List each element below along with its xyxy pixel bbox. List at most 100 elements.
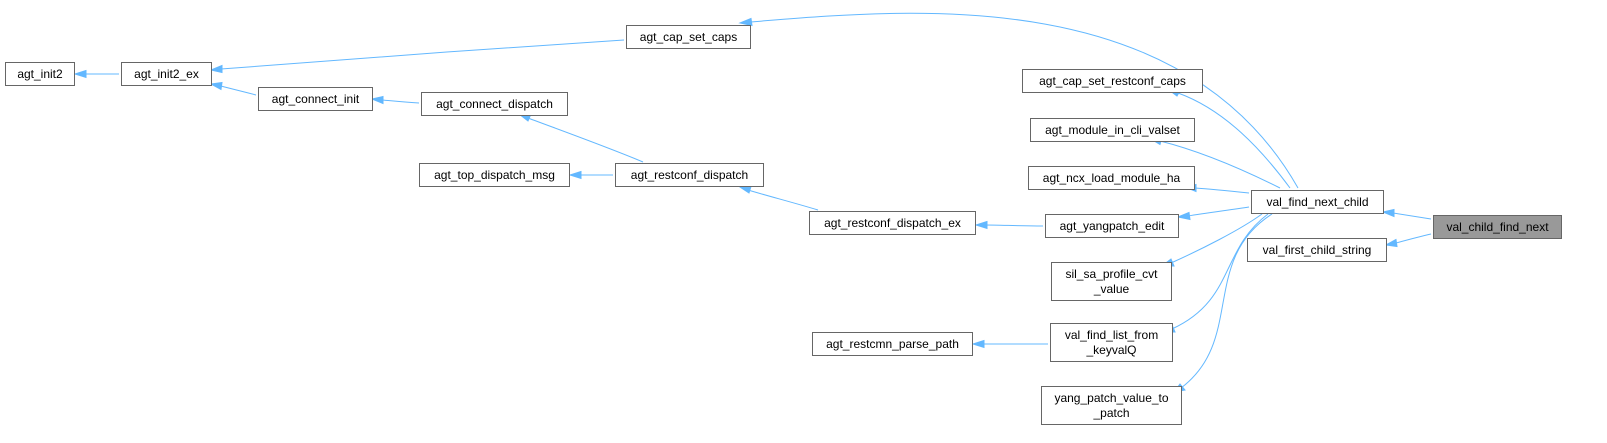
node-agt-connect-dispatch[interactable]: agt_connect_dispatch — [421, 92, 568, 116]
node-agt-init2[interactable]: agt_init2 — [5, 62, 75, 86]
node-label: val_child_find_next — [1446, 220, 1549, 234]
node-sil-sa-profile-cvt-value[interactable]: sil_sa_profile_cvt_value — [1051, 262, 1172, 301]
edge-agt_yangpatch_edit-to-agt_restconf_dispatch_ex — [974, 220, 1044, 230]
node-val-find-list-from-keyvalQ[interactable]: val_find_list_from_keyvalQ — [1050, 323, 1173, 362]
node-label: agt_connect_init — [272, 92, 360, 106]
edge-line — [220, 39, 625, 70]
node-agt-cap-set-restconf-caps[interactable]: agt_cap_set_restconf_caps — [1022, 69, 1203, 93]
node-agt-init2-ex[interactable]: agt_init2_ex — [121, 62, 212, 86]
edge-line — [1171, 213, 1269, 330]
node-box — [626, 25, 751, 49]
node-label: agt_cap_set_restconf_caps — [1039, 74, 1186, 88]
edge-val_find_list_from_keyvalQ-to-agt_restcmn_parse_path — [971, 339, 1048, 349]
node-label: agt_restconf_dispatch_ex — [824, 216, 961, 230]
node-box — [1433, 215, 1562, 239]
edge-arrowhead — [1384, 238, 1398, 248]
edge-arrowhead — [1381, 208, 1395, 218]
node-label: agt_restconf_dispatch — [631, 168, 748, 182]
edge-val_child_find_next-to-val_find_next_child — [1381, 208, 1432, 220]
node-box — [121, 62, 212, 86]
edge-arrowhead — [209, 64, 223, 74]
node-label: agt_connect_dispatch — [436, 97, 553, 111]
edge-val_find_next_child-to-agt_yangpatch_edit — [1176, 206, 1250, 221]
node-label: val_find_list_from — [1065, 328, 1158, 342]
edge-arrowhead — [568, 170, 582, 180]
node-label: sil_sa_profile_cvt — [1065, 267, 1158, 281]
node-box — [421, 92, 568, 116]
node-label: agt_restcmn_parse_path — [826, 337, 959, 351]
node-agt-connect-init[interactable]: agt_connect_init — [258, 87, 373, 111]
edge-line — [749, 12, 1299, 189]
node-agt-top-dispatch-msg[interactable]: agt_top_dispatch_msg — [419, 163, 570, 187]
node-box — [1251, 190, 1384, 214]
node-label: agt_cap_set_caps — [640, 30, 737, 44]
node-val-first-child-string[interactable]: val_first_child_string — [1247, 238, 1387, 262]
edge-agt_init2_ex-to-agt_init2 — [73, 69, 119, 79]
edge-val_find_next_child-to-agt_cap_set_caps — [738, 12, 1299, 189]
node-box — [1022, 69, 1203, 93]
node-agt-restconf-dispatch[interactable]: agt_restconf_dispatch — [615, 163, 764, 187]
node-label: agt_module_in_cli_valset — [1045, 123, 1180, 137]
node-label: agt_init2 — [17, 67, 63, 81]
node-val-child-find-next: val_child_find_next — [1433, 215, 1562, 239]
node-box — [1028, 166, 1195, 190]
edge-agt_restconf_dispatch-to-agt_connect_dispatch — [517, 113, 644, 163]
node-label: agt_top_dispatch_msg — [434, 168, 555, 182]
node-box — [1041, 386, 1182, 425]
node-agt-yangpatch-edit[interactable]: agt_yangpatch_edit — [1045, 214, 1179, 238]
edge-line — [1395, 233, 1432, 244]
node-agt-ncx-load-module-ha[interactable]: agt_ncx_load_module_ha — [1028, 166, 1195, 190]
edge-line — [1392, 212, 1432, 220]
node-label: val_first_child_string — [1263, 243, 1372, 257]
node-agt-module-in-cli-valset[interactable]: agt_module_in_cli_valset — [1030, 118, 1195, 142]
node-label: agt_ncx_load_module_ha — [1043, 171, 1181, 185]
node-box — [5, 62, 75, 86]
edge-arrowhead — [370, 95, 384, 105]
edge-agt_restconf_dispatch_ex-to-agt_restconf_dispatch — [738, 185, 819, 211]
edge-arrowhead — [971, 339, 985, 349]
edge-arrowhead — [1176, 211, 1191, 221]
edge-line — [747, 189, 819, 211]
node-box — [258, 87, 373, 111]
edge-arrowhead — [209, 81, 223, 91]
node-agt-restconf-dispatch-ex[interactable]: agt_restconf_dispatch_ex — [809, 211, 976, 235]
node-label: _keyvalQ — [1085, 343, 1136, 357]
node-label: _value — [1093, 282, 1130, 296]
edge-line — [527, 117, 644, 163]
edge-agt_connect_dispatch-to-agt_connect_init — [370, 95, 420, 105]
edge-agt_connect_init-to-agt_init2_ex — [209, 81, 257, 96]
edge-line — [1159, 140, 1281, 189]
edge-line — [1177, 92, 1291, 189]
node-box — [812, 332, 973, 356]
node-box — [1050, 323, 1173, 362]
edge-arrowhead — [73, 69, 87, 79]
node-label: agt_yangpatch_edit — [1060, 219, 1165, 233]
edge-line — [220, 85, 257, 96]
node-val-find-next-child[interactable]: val_find_next_child — [1251, 190, 1384, 214]
edge-line — [1180, 213, 1273, 389]
node-yang-patch-value-to-patch[interactable]: yang_patch_value_to_patch — [1041, 386, 1182, 425]
edge-val_child_find_next-to-val_first_child_string — [1384, 233, 1432, 248]
edge-arrowhead — [738, 185, 752, 194]
node-box — [1051, 262, 1172, 301]
edge-agt_cap_set_caps-to-agt_init2_ex — [209, 39, 625, 74]
edge-arrowhead — [974, 220, 988, 230]
edge-line — [984, 224, 1044, 227]
node-agt-cap-set-caps[interactable]: agt_cap_set_caps — [626, 25, 751, 49]
edge-line — [1187, 206, 1250, 217]
edge-arrowhead — [738, 17, 753, 27]
node-box — [1247, 238, 1387, 262]
node-label: _patch — [1092, 406, 1129, 420]
node-box — [1045, 214, 1179, 238]
node-box — [1030, 118, 1195, 142]
node-label: val_find_next_child — [1266, 195, 1368, 209]
node-box — [419, 163, 570, 187]
node-agt-restcmn-parse-path[interactable]: agt_restcmn_parse_path — [812, 332, 973, 356]
node-box — [809, 211, 976, 235]
edge-val_find_next_child-to-val_find_list_from_keyvalQ — [1162, 213, 1269, 333]
edge-line — [1194, 187, 1250, 194]
edge-agt_restconf_dispatch-to-agt_top_dispatch_msg — [568, 170, 613, 180]
edge-line — [381, 99, 420, 104]
node-box — [615, 163, 764, 187]
